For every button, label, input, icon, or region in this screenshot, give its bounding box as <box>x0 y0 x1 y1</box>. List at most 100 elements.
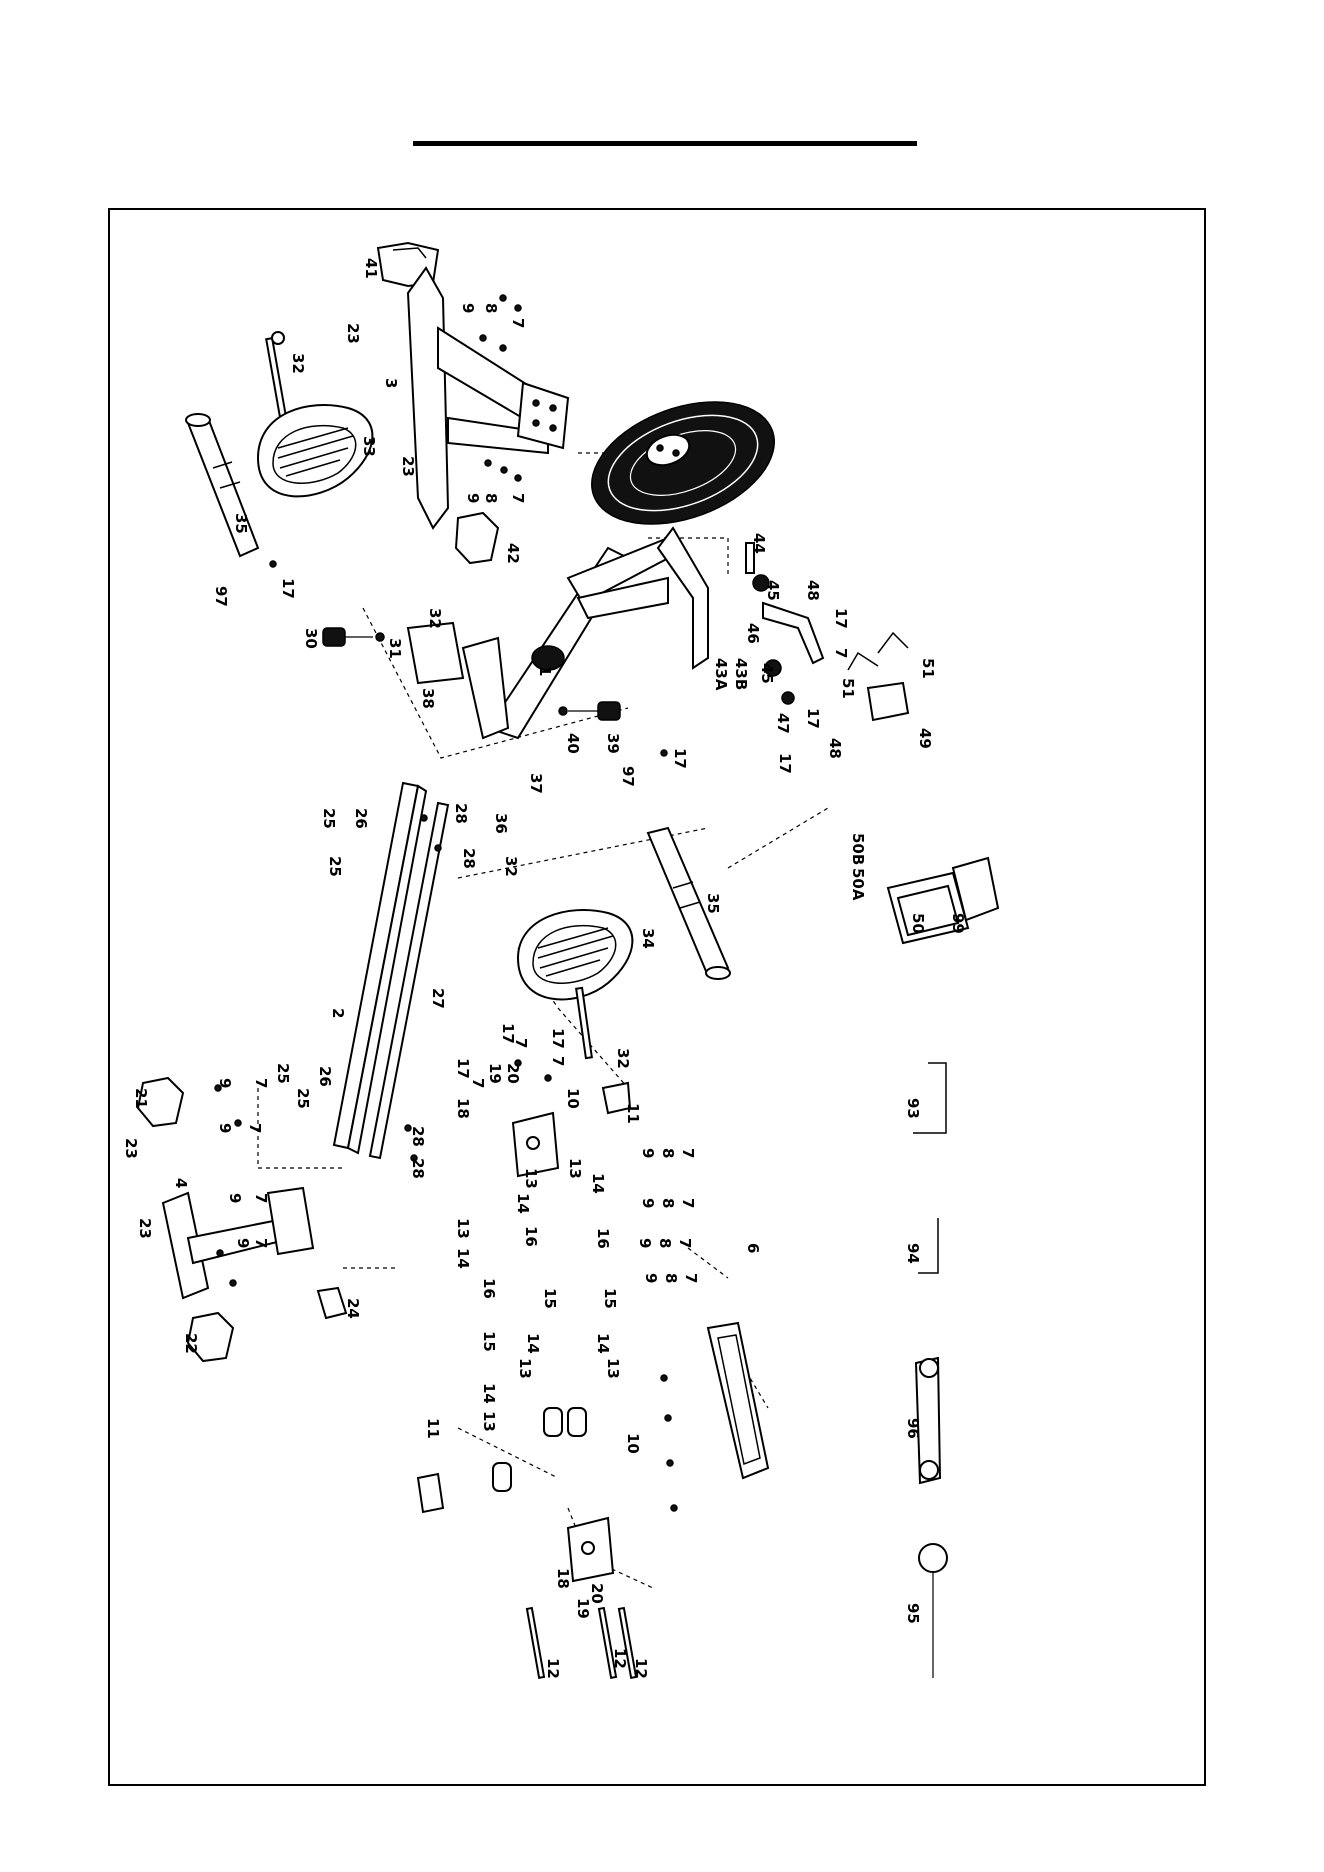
callout-label: 9 <box>459 303 477 313</box>
callout-label: 4 <box>172 1178 190 1188</box>
callout-label: 25 <box>294 1088 312 1109</box>
callout-label: 23 <box>344 323 362 344</box>
callout-label: 24 <box>344 1298 362 1319</box>
callout-label: 28 <box>409 1158 427 1179</box>
handle-tube-35-lower <box>646 826 731 980</box>
callout-labels: 41 23 9 8 7 3 32 33 23 9 8 7 35 42 17 97… <box>122 258 967 1679</box>
callout-label: 32 <box>426 608 444 629</box>
callout-label: 51 <box>839 678 857 699</box>
monitor-50 <box>886 856 1000 945</box>
callout-label: 8 <box>659 1198 677 1208</box>
callout-label: 17 <box>279 578 297 599</box>
seat-6 <box>706 1321 770 1480</box>
callout-label: 7 <box>679 1198 697 1208</box>
callout-label: 14 <box>480 1383 498 1404</box>
callout-label: 14 <box>589 1173 607 1194</box>
callout-label: 15 <box>601 1288 619 1309</box>
callout-label: 2 <box>329 1008 347 1018</box>
callout-label: 19 <box>574 1598 592 1619</box>
callout-label: 25 <box>274 1063 292 1084</box>
callout-label: 8 <box>482 303 500 313</box>
handle-tube-35-upper <box>185 413 260 558</box>
callout-label: 17 <box>499 1023 517 1044</box>
wrench-95 <box>918 1543 948 1678</box>
slide-rail-2 <box>332 781 428 1155</box>
callout-label: 14 <box>454 1248 472 1269</box>
diagram-frame <box>108 208 1206 1786</box>
callout-label: 99 <box>949 913 967 934</box>
callout-label: 39 <box>604 733 622 754</box>
slide-rail-27 <box>368 801 450 1160</box>
callout-label: 45 <box>764 580 782 601</box>
callout-label: 11 <box>624 1103 642 1124</box>
callout-label: 28 <box>460 848 478 869</box>
callout-label: 26 <box>352 808 370 829</box>
callout-label: 16 <box>480 1278 498 1299</box>
callout-label: 17 <box>776 753 794 774</box>
callout-label: 9 <box>216 1123 234 1133</box>
callout-label: 7 <box>832 648 850 658</box>
callout-label: 44 <box>750 533 768 554</box>
callout-label: 19 <box>486 1063 504 1084</box>
callout-label: 12 <box>632 1658 650 1679</box>
callout-label: 8 <box>482 493 500 503</box>
callout-label: 95 <box>904 1603 922 1624</box>
callout-label: 96 <box>904 1418 922 1439</box>
fasteners <box>214 294 678 1512</box>
callout-label: 7 <box>246 1123 264 1133</box>
rear-frame-3 <box>406 266 570 530</box>
callout-label: 15 <box>480 1331 498 1352</box>
callout-label: 13 <box>516 1358 534 1379</box>
callout-label: 9 <box>639 1148 657 1158</box>
callout-label: 9 <box>639 1198 657 1208</box>
callout-label: 34 <box>639 928 657 949</box>
callout-label: 50B <box>849 833 867 865</box>
callout-label: 33 <box>360 436 378 457</box>
callout-label: 7 <box>252 1078 270 1088</box>
callout-label: 13 <box>522 1168 540 1189</box>
callout-label: 7 <box>509 493 527 503</box>
callout-label: 12 <box>544 1658 562 1679</box>
callout-label: 94 <box>904 1243 922 1264</box>
callout-label: 93 <box>904 1098 922 1119</box>
callout-label: 9 <box>234 1238 252 1248</box>
callout-label: 35 <box>232 513 250 534</box>
callout-label: 48 <box>804 580 822 601</box>
callout-label: 40 <box>564 733 582 754</box>
callout-label: 46 <box>744 623 762 644</box>
callout-label: 14 <box>594 1333 612 1354</box>
callout-label: 32 <box>289 353 307 374</box>
callout-label: 97 <box>212 586 230 607</box>
callout-label: 8 <box>659 1148 677 1158</box>
callout-label: 9 <box>226 1193 244 1203</box>
pedal-33 <box>256 404 374 498</box>
callout-label: 48 <box>826 738 844 759</box>
exploded-parts-diagram: 41 23 9 8 7 3 32 33 23 9 8 7 35 42 17 97… <box>122 241 1000 1679</box>
callout-label: 10 <box>564 1088 582 1109</box>
wrench-96 <box>914 1356 942 1485</box>
end-cap-42 <box>454 511 500 565</box>
callout-label: 9 <box>464 493 482 503</box>
callout-label: 9 <box>216 1078 234 1088</box>
callout-label: 51 <box>919 658 937 679</box>
callout-label: 20 <box>504 1063 522 1084</box>
callout-label: 17 <box>549 1028 567 1049</box>
callout-label: 32 <box>614 1048 632 1069</box>
clip-11-upper <box>601 1081 632 1115</box>
callout-label: 38 <box>419 688 437 709</box>
rollers-15 <box>492 1407 587 1492</box>
callout-label: 25 <box>320 808 338 829</box>
callout-label: 7 <box>549 1056 567 1066</box>
knob-30 <box>322 627 385 647</box>
allen-key-93 <box>913 1062 947 1134</box>
callout-label: 43A <box>712 658 730 691</box>
callout-label: 28 <box>409 1126 427 1147</box>
callout-label: 7 <box>252 1238 270 1248</box>
title-rule <box>413 141 917 146</box>
callout-label: 16 <box>522 1226 540 1247</box>
callout-label: 43B <box>732 658 750 690</box>
callout-label: 25 <box>326 856 344 877</box>
callout-label: 47 <box>774 713 792 734</box>
callout-label: 97 <box>619 766 637 787</box>
callout-label: 22 <box>182 1333 200 1354</box>
